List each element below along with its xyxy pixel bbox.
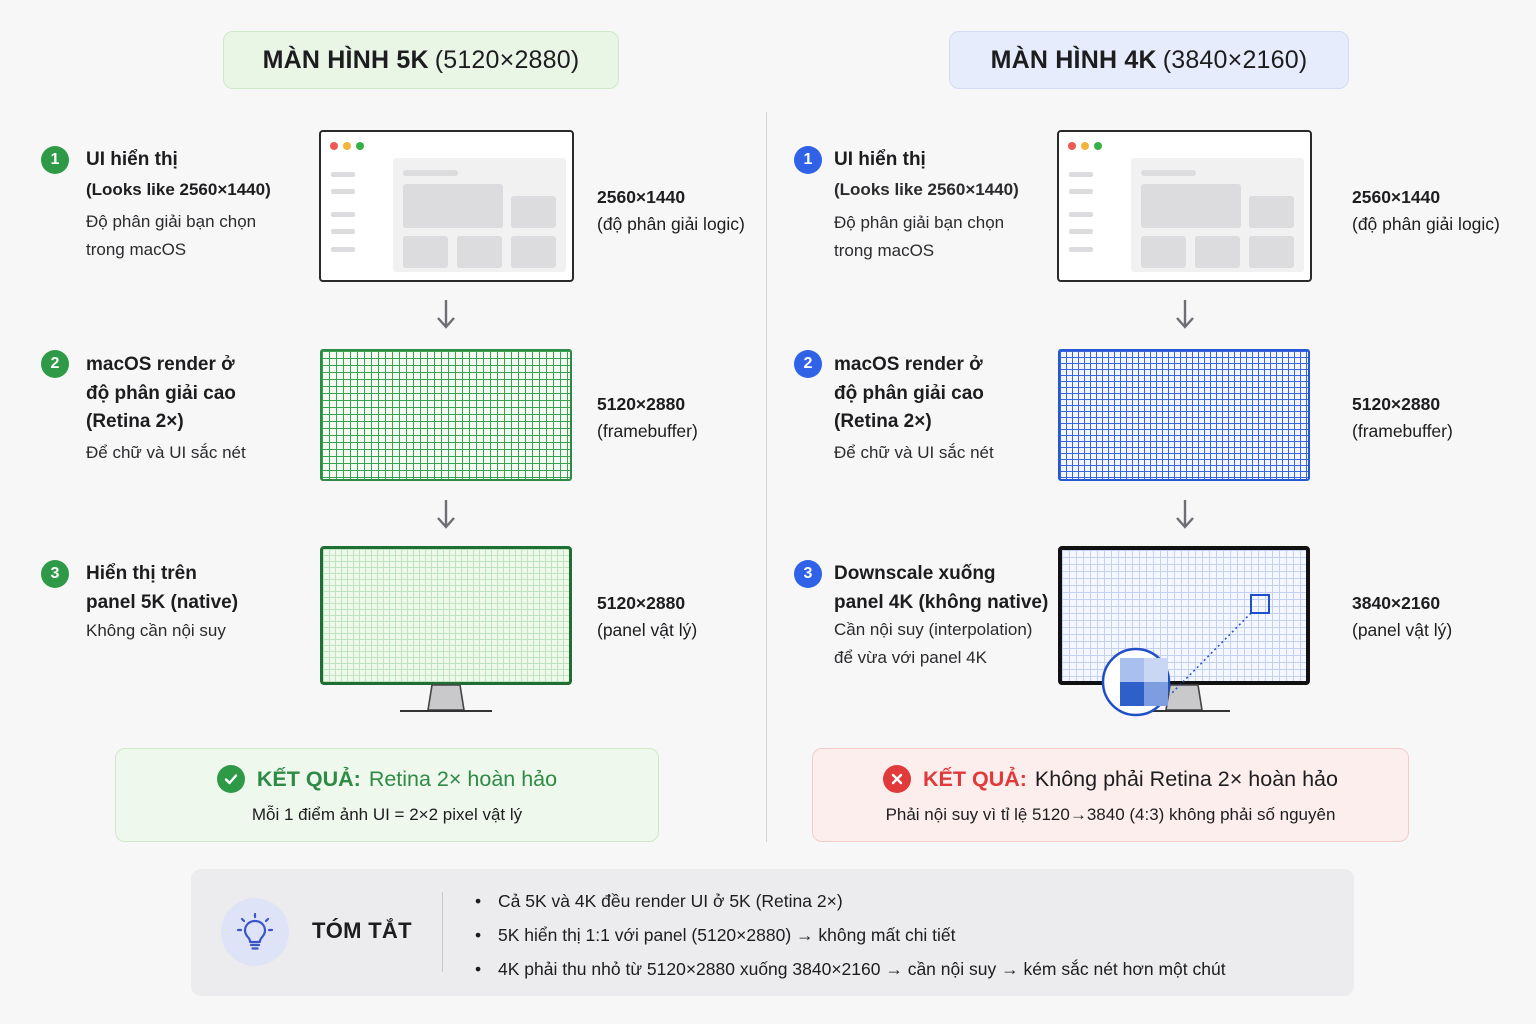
step-title: UI hiển thị	[86, 149, 178, 170]
resolution-label: 2560×1440 (độ phân giải logic)	[597, 187, 745, 234]
header-5k-title: MÀN HÌNH 5K	[262, 45, 429, 74]
result-text: Không phải Retina 2× hoàn hảo	[1034, 766, 1338, 791]
result-headline: KẾT QUẢ: Retina 2× hoàn hảo	[216, 765, 558, 793]
arrow-down-icon	[1176, 500, 1194, 529]
sidebar-line	[1069, 189, 1093, 194]
content-block	[511, 196, 556, 228]
result-box-5k: KẾT QUẢ: Retina 2× hoàn hảo Mỗi 1 điểm ả…	[115, 748, 659, 842]
content-block	[511, 236, 556, 268]
header-5k-resolution: (5120×2880)	[434, 45, 580, 74]
content-line	[1141, 170, 1196, 176]
summary-title: TÓM TẮT	[312, 918, 412, 943]
step-title: UI hiển thị	[834, 149, 926, 170]
window-close-dot	[1068, 142, 1076, 150]
step-note: Độ phân giải bạn chọn trong macOS	[86, 212, 257, 259]
header-4k-resolution: (3840×2160)	[1162, 45, 1308, 74]
summary-list: Cả 5K và 4K đều render UI ở 5K (Retina 2…	[473, 884, 1226, 986]
step-number-badge: 3	[794, 560, 822, 588]
arrow-down-icon	[1176, 300, 1194, 329]
step-subtitle: (Looks like 2560×1440)	[834, 180, 1019, 199]
window-close-dot	[330, 142, 338, 150]
arrow-down-icon	[437, 500, 455, 529]
sidebar-line	[331, 247, 355, 252]
monitor-stand	[400, 684, 492, 712]
ui-window-illustration	[1057, 130, 1312, 282]
content-block	[1195, 236, 1240, 268]
step-number-badge: 3	[41, 560, 69, 588]
result-label: KẾT QUẢ:	[256, 766, 361, 791]
header-5k: MÀN HÌNH 5K (5120×2880)	[223, 31, 619, 89]
sidebar-line	[1069, 229, 1093, 234]
resolution-label: 3840×2160 (panel vật lý)	[1352, 593, 1453, 640]
window-minimize-dot	[1081, 142, 1089, 150]
result-subtext: Phải nội suy vì tỉ lệ 5120→3840 (4:3) kh…	[885, 805, 1336, 824]
content-block	[457, 236, 502, 268]
content-block	[1249, 196, 1294, 228]
step-title: macOS render ở độ phân giải cao (Retina …	[86, 354, 236, 432]
monitor-4k-screen	[1058, 546, 1310, 685]
magnifier-icon	[1101, 594, 1270, 717]
sidebar-line	[331, 229, 355, 234]
step-number-badge: 2	[794, 350, 822, 378]
summary-item: 4K phải thu nhỏ từ 5120×2880 xuống 3840×…	[473, 952, 1226, 986]
sidebar-line	[331, 172, 355, 177]
resolution-label: 5120×2880 (framebuffer)	[1352, 394, 1453, 441]
step-note: Để chữ và UI sắc nét	[86, 443, 246, 462]
summary-item: Cả 5K và 4K đều render UI ở 5K (Retina 2…	[473, 884, 1226, 918]
step-title: Downscale xuống panel 4K (không native)	[834, 563, 1049, 613]
arrow-down-icon	[437, 300, 455, 329]
ui-window-illustration	[319, 130, 574, 282]
lightbulb-icon	[221, 898, 289, 966]
content-line	[403, 170, 458, 176]
column-divider	[766, 112, 767, 842]
sidebar-line	[1069, 172, 1093, 177]
summary-divider	[442, 892, 443, 972]
resolution-label: 2560×1440 (độ phân giải logic)	[1352, 187, 1500, 234]
window-content-panel	[393, 158, 566, 272]
result-headline: KẾT QUẢ: Không phải Retina 2× hoàn hảo	[883, 765, 1338, 793]
resolution-label: 5120×2880 (framebuffer)	[597, 394, 698, 441]
result-text: Retina 2× hoàn hảo	[368, 766, 558, 791]
framebuffer-grid-4k	[1058, 349, 1310, 481]
step-note: Độ phân giải bạn chọn trong macOS	[834, 213, 1005, 260]
x-circle-icon	[883, 765, 911, 793]
content-block	[1249, 236, 1294, 268]
step-title: Hiển thị trên panel 5K (native)	[86, 563, 239, 613]
monitor-5k-screen	[320, 546, 572, 685]
header-4k-title: MÀN HÌNH 4K	[990, 45, 1157, 74]
content-block	[403, 236, 448, 268]
resolution-label: 5120×2880 (panel vật lý)	[597, 593, 698, 640]
sidebar-line	[1069, 247, 1093, 252]
step-title: macOS render ở độ phân giải cao (Retina …	[834, 354, 984, 432]
sidebar-line	[331, 212, 355, 217]
window-zoom-dot	[356, 142, 364, 150]
content-block	[403, 184, 503, 228]
step-number-badge: 1	[41, 146, 69, 174]
result-box-4k: KẾT QUẢ: Không phải Retina 2× hoàn hảo P…	[812, 748, 1409, 842]
window-minimize-dot	[343, 142, 351, 150]
result-subtext: Mỗi 1 điểm ảnh UI = 2×2 pixel vật lý	[251, 805, 523, 824]
step-subtitle: (Looks like 2560×1440)	[86, 180, 271, 199]
header-4k: MÀN HÌNH 4K (3840×2160)	[949, 31, 1349, 89]
summary-item: 5K hiển thị 1:1 với panel (5120×2880) → …	[473, 918, 1226, 952]
sidebar-line	[1069, 212, 1093, 217]
result-label: KẾT QUẢ:	[923, 766, 1027, 791]
check-circle-icon	[216, 765, 245, 793]
sidebar-line	[331, 189, 355, 194]
window-content-panel	[1131, 158, 1304, 272]
content-block	[1141, 236, 1186, 268]
step-number-badge: 1	[794, 146, 822, 174]
content-block	[1141, 184, 1241, 228]
step-note: Để chữ và UI sắc nét	[834, 443, 994, 462]
step-note: Cần nội suy (interpolation) để vừa với p…	[834, 620, 1033, 667]
window-zoom-dot	[1094, 142, 1102, 150]
framebuffer-grid-5k	[320, 349, 572, 481]
step-note: Không cần nội suy	[86, 621, 226, 640]
summary-box: TÓM TẮT Cả 5K và 4K đều render UI ở 5K (…	[191, 869, 1354, 996]
step-number-badge: 2	[41, 350, 69, 378]
